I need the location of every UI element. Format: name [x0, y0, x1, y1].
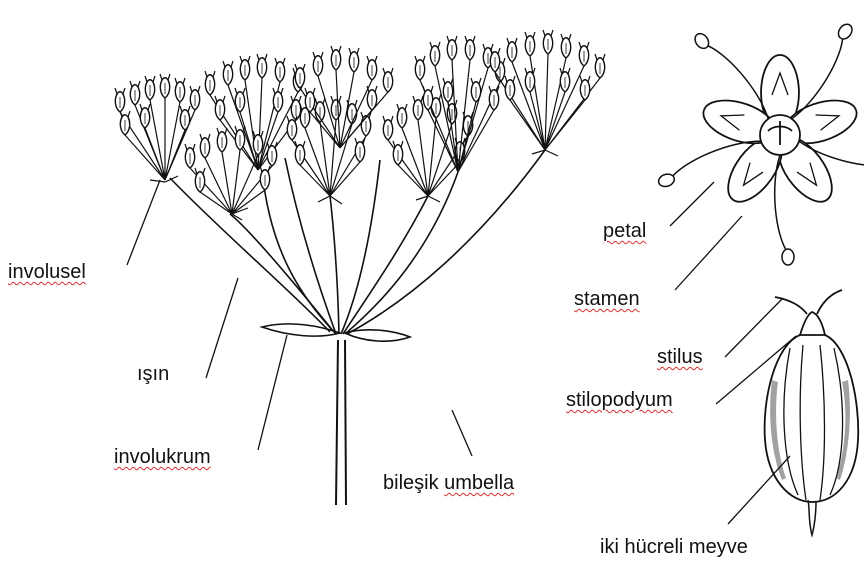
leader-involusel — [127, 180, 160, 265]
label-involukrum: involukrum — [114, 447, 211, 467]
umbellet-5 — [295, 46, 393, 148]
umbellet-3 — [185, 126, 277, 214]
umbellet-8 — [490, 30, 605, 150]
label-stamen: stamen — [574, 289, 640, 309]
leader-stamen — [675, 216, 742, 290]
leader-bilesik-umbella — [452, 410, 472, 456]
main-stem — [336, 340, 346, 505]
leader-petal — [670, 182, 714, 226]
leader-involukrum — [258, 335, 287, 450]
label-stilopodyum: stilopodyum — [566, 390, 673, 410]
label-petal: petal — [603, 221, 646, 241]
label-bilesik-word1: bileşik — [383, 472, 439, 494]
leader-isin — [206, 278, 238, 378]
label-bilesik-word2: umbella — [444, 472, 514, 494]
label-involusel: involusel — [8, 262, 86, 282]
umbellet-2 — [205, 54, 303, 170]
label-bilesik-umbella: bileşik umbella — [383, 473, 514, 493]
label-isin: ışın — [137, 364, 169, 384]
leader-meyve — [728, 456, 790, 524]
flower-top-view — [657, 22, 864, 265]
label-meyve: iki hücreli meyve — [600, 537, 748, 557]
label-stilus: stilus — [657, 347, 703, 367]
fruit-illustration — [765, 290, 859, 535]
leader-stilus — [725, 298, 783, 357]
